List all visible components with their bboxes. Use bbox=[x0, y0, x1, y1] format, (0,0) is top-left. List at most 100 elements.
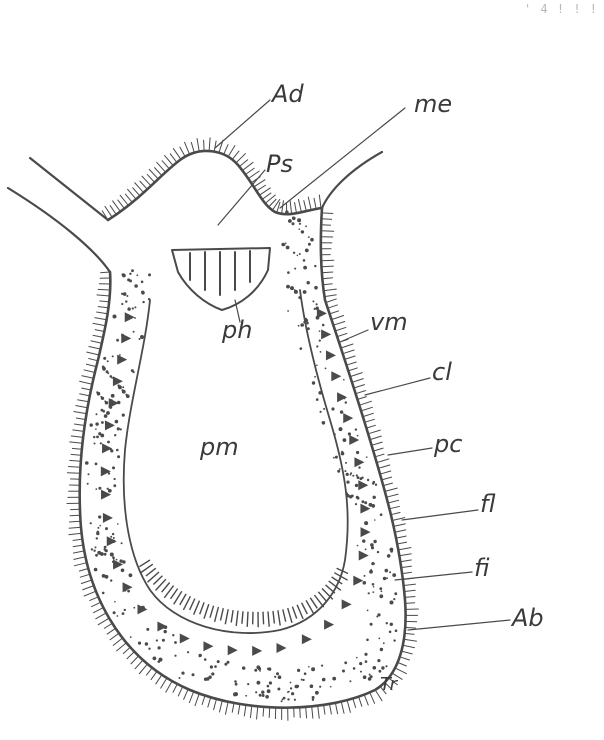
cilium bbox=[146, 668, 152, 676]
stipple-dot bbox=[98, 432, 101, 435]
stipple-dot bbox=[297, 669, 300, 672]
cilium bbox=[405, 627, 416, 628]
cilium bbox=[361, 407, 373, 411]
stipple-dot bbox=[110, 553, 114, 557]
cilium bbox=[341, 344, 354, 348]
cilium bbox=[202, 696, 205, 705]
stipple-dot bbox=[95, 463, 98, 466]
cilium bbox=[123, 647, 130, 654]
cilium bbox=[308, 197, 311, 210]
cilium bbox=[171, 589, 178, 599]
stipple-dot bbox=[386, 622, 388, 624]
cilium bbox=[350, 373, 363, 377]
stipple-dot bbox=[369, 503, 373, 507]
cilium bbox=[330, 704, 332, 715]
cilium bbox=[395, 668, 407, 674]
cilium bbox=[394, 524, 406, 527]
stipple-dot bbox=[122, 414, 125, 417]
stipple-dot bbox=[385, 569, 389, 573]
stipple-dot bbox=[139, 338, 141, 340]
label-tr: Tr bbox=[380, 674, 399, 695]
stipple-dot bbox=[368, 677, 372, 681]
stipple-dot bbox=[129, 273, 131, 275]
stipple-dot bbox=[386, 577, 388, 579]
cilium bbox=[231, 610, 233, 622]
stipple-dot bbox=[97, 531, 100, 534]
stipple-dot bbox=[100, 442, 102, 444]
cilium bbox=[242, 162, 253, 170]
cilium bbox=[86, 364, 96, 367]
stipple-dot bbox=[131, 269, 134, 272]
stipple-dot bbox=[312, 381, 315, 384]
stipple-dot bbox=[148, 273, 151, 276]
cilium bbox=[127, 652, 135, 659]
stipple-dot bbox=[298, 325, 300, 327]
cilium bbox=[79, 381, 92, 384]
stipple-dot bbox=[367, 479, 369, 481]
stipple-dot bbox=[281, 700, 283, 702]
cilium bbox=[372, 442, 383, 445]
stipple-dot bbox=[133, 331, 135, 333]
stipple-dot bbox=[247, 683, 249, 685]
stipple-dot bbox=[235, 683, 238, 686]
stipple-dot bbox=[312, 696, 315, 699]
cilium bbox=[178, 687, 183, 697]
stipple-dot bbox=[105, 575, 109, 579]
stipple-dot bbox=[122, 390, 126, 394]
stipple-dot bbox=[321, 665, 323, 667]
cilium bbox=[84, 591, 96, 596]
cilium bbox=[404, 590, 415, 591]
cilium bbox=[332, 315, 345, 319]
stipple-dot bbox=[360, 671, 362, 673]
cilium bbox=[232, 151, 239, 160]
cilium bbox=[401, 651, 412, 654]
stipple-dot bbox=[179, 677, 181, 679]
cilium bbox=[333, 321, 345, 325]
stipple-dot bbox=[335, 456, 338, 459]
stipple-dot bbox=[341, 452, 345, 456]
cilium bbox=[74, 563, 87, 566]
stipple-dot bbox=[305, 225, 307, 227]
stipple-dot bbox=[101, 421, 104, 424]
cilium bbox=[73, 430, 84, 432]
cilium bbox=[341, 702, 344, 714]
cilium bbox=[73, 539, 83, 540]
cilium bbox=[98, 289, 110, 290]
cilium bbox=[356, 391, 366, 394]
gut-mark bbox=[157, 621, 167, 631]
cilium bbox=[153, 576, 162, 585]
stipple-dot bbox=[276, 672, 279, 675]
cilium bbox=[347, 700, 350, 713]
cilium bbox=[236, 153, 246, 163]
stipple-dot bbox=[299, 223, 301, 225]
stipple-dot bbox=[294, 268, 296, 270]
cilium bbox=[209, 138, 210, 152]
cilium bbox=[352, 379, 364, 383]
stipple-dot bbox=[146, 628, 149, 631]
leader-lines bbox=[215, 100, 510, 630]
cilium bbox=[189, 692, 194, 704]
stipple-dot bbox=[158, 646, 161, 649]
cilium bbox=[195, 694, 199, 706]
stipple-dot bbox=[286, 246, 290, 250]
cilium bbox=[377, 459, 390, 463]
cilium bbox=[363, 413, 374, 416]
cilium bbox=[72, 448, 82, 449]
cilium bbox=[397, 542, 407, 544]
stipple-dot bbox=[297, 218, 301, 222]
stipple-dot bbox=[291, 692, 294, 695]
stipple-dot bbox=[312, 300, 314, 302]
stipple-dot bbox=[331, 407, 334, 410]
stipple-dot bbox=[134, 306, 136, 308]
stipple-dot bbox=[134, 284, 138, 288]
stipple-dot bbox=[95, 554, 98, 557]
stipple-dot bbox=[305, 249, 309, 253]
stipple-dot bbox=[356, 496, 359, 499]
stipple-dot bbox=[389, 571, 391, 573]
cilium bbox=[295, 202, 297, 213]
stipple-dot bbox=[94, 568, 98, 572]
stipple-dot bbox=[286, 285, 290, 289]
stipple-dot bbox=[174, 641, 177, 644]
gut-mark bbox=[353, 576, 363, 586]
